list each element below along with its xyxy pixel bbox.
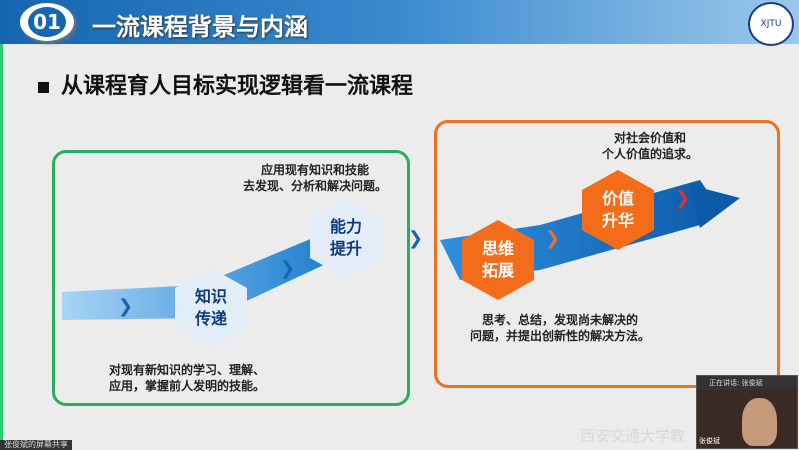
stage-description: 对现有新知识的学习、理解、应用，掌握前人发明的技能。	[108, 363, 265, 393]
participant-name: 张俊斌	[699, 437, 720, 445]
green-frame	[52, 150, 410, 406]
stage-label: 价值升华	[601, 189, 634, 230]
slide-title: 一流课程背景与内涵	[92, 13, 308, 41]
chevron-right-icon: ❯	[118, 296, 134, 317]
stage-label: 能力提升	[329, 217, 362, 258]
section-number: 01	[28, 7, 66, 37]
stage-description: 思考、总结，发现尚未解决的问题，并提出创新性的解决方法。	[469, 313, 650, 343]
arrow-band-left	[62, 235, 330, 320]
chevron-right-icon: ❯	[545, 228, 561, 249]
bullet-square-icon	[38, 81, 49, 93]
stage-label: 知识传递	[194, 287, 227, 328]
orange-frame	[434, 120, 780, 388]
chevron-right-icon: ❯	[408, 228, 424, 249]
slide-header: 01 一流课程背景与内涵 XJTU	[0, 0, 799, 46]
speaking-indicator: 正在讲话: 张俊斌	[697, 376, 797, 390]
chevron-right-icon: ❯	[280, 258, 296, 279]
university-logo: XJTU	[748, 2, 794, 46]
stage-knowledge: 知识传递	[175, 268, 247, 348]
subtitle-text: 从课程育人目标实现逻辑看一流课程	[61, 74, 414, 99]
stage-description: 应用现有知识和技能去发现、分析和解决问题。	[242, 163, 387, 193]
screen-share-label: 张俊斌的屏幕共享	[0, 440, 72, 450]
speaker-face	[742, 398, 777, 446]
section-number-badge: 01	[20, 3, 74, 41]
stage-label: 思维拓展	[481, 239, 514, 280]
watermark: 西安交通大学教	[580, 427, 686, 445]
speaker-video[interactable]: 正在讲话: 张俊斌 张俊斌	[696, 375, 798, 449]
stage-description: 对社会价值和个人价值的追求。	[601, 131, 698, 161]
share-indicator-bar	[0, 0, 3, 450]
chevron-right-icon: ❯	[675, 188, 691, 209]
subtitle: 从课程育人目标实现逻辑看一流课程	[38, 68, 413, 100]
arrow-head	[690, 185, 740, 228]
